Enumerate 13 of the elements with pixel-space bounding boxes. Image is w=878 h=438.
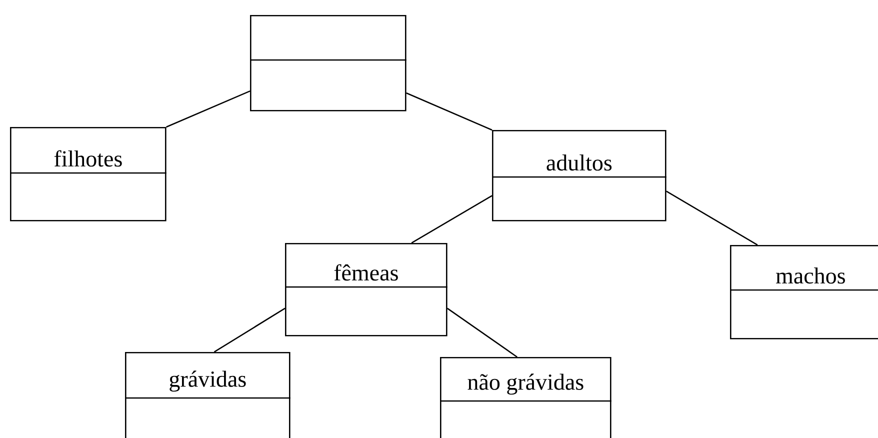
class-box: adultos [492, 130, 666, 222]
class-box: grávidas [125, 352, 290, 438]
connector-line [214, 308, 286, 353]
class-box: machos [730, 244, 878, 340]
connector-line [166, 90, 250, 128]
class-box: não grávidas [440, 357, 612, 438]
class-box: filhotes [10, 127, 166, 222]
connector-line [411, 195, 492, 244]
connector-line [666, 190, 758, 246]
connector-line [446, 308, 518, 358]
connector-line [406, 92, 492, 131]
class-box: fêmeas [285, 242, 448, 336]
class-box [250, 15, 406, 112]
